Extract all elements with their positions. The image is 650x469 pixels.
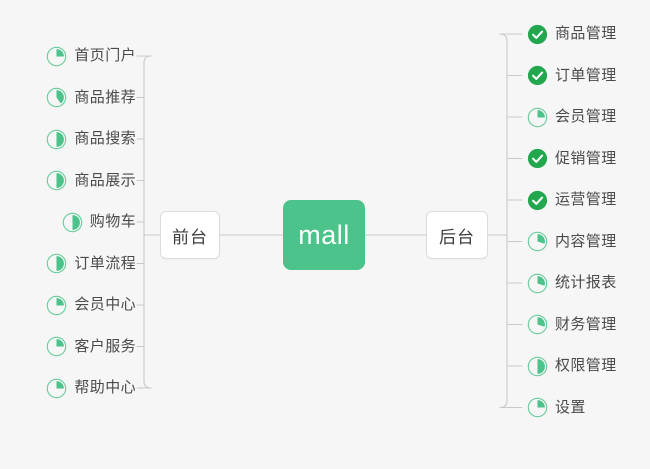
leaf-label: 统计报表 [555,274,617,291]
leaf-label: 会员管理 [555,108,617,125]
check-circle-icon [527,148,548,169]
leaf-item-front-4[interactable]: 购物车 [62,209,136,235]
leaf-item-front-0[interactable]: 首页门户 [46,43,136,69]
pie-progress-icon [527,231,548,252]
leaf-label: 权限管理 [555,357,617,374]
leaf-label: 客户服务 [74,337,136,355]
leaf-item-front-1[interactable]: 商品推荐 [46,85,136,111]
pie-progress-icon [46,129,67,150]
pie-progress-icon [62,212,83,233]
leaf-label: 内容管理 [555,232,617,250]
branch-node-back[interactable]: 后台 [426,211,488,259]
check-circle-icon [527,190,548,211]
root-node-mall[interactable]: mall [283,200,365,270]
leaf-label: 商品管理 [555,25,617,42]
pie-progress-icon [527,356,548,377]
leaf-label: 商品展示 [74,171,136,189]
branch-node-front[interactable]: 前台 [160,211,220,259]
pie-progress-icon [46,336,67,357]
pie-progress-icon [527,107,548,128]
leaf-label: 设置 [555,398,586,416]
leaf-item-front-2[interactable]: 商品搜索 [46,126,136,152]
leaf-label: 运营管理 [555,191,617,208]
leaf-item-back-2[interactable]: 会员管理 [527,104,617,130]
pie-progress-icon [527,314,548,335]
check-circle-icon [527,65,548,86]
leaf-label: 购物车 [89,213,136,230]
leaf-label: 帮助中心 [74,379,136,396]
leaf-item-back-8[interactable]: 权限管理 [527,353,617,379]
leaf-item-back-0[interactable]: 商品管理 [527,21,617,47]
pie-progress-icon [46,253,67,274]
pie-progress-icon [46,295,67,316]
leaf-label: 商品推荐 [74,88,136,106]
leaf-item-back-1[interactable]: 订单管理 [527,63,617,89]
check-circle-icon [527,24,548,45]
leaf-item-back-3[interactable]: 促销管理 [527,146,617,172]
pie-progress-icon [527,273,548,294]
leaf-item-front-8[interactable]: 帮助中心 [46,375,136,401]
leaf-item-back-5[interactable]: 内容管理 [527,229,617,255]
leaf-label: 首页门户 [74,47,136,64]
leaf-label: 会员中心 [74,296,136,313]
leaf-label: 商品搜索 [74,130,136,147]
pie-progress-icon [527,397,548,418]
leaf-label: 促销管理 [555,149,617,167]
leaf-item-front-5[interactable]: 订单流程 [46,251,136,277]
leaf-item-front-7[interactable]: 客户服务 [46,334,136,360]
leaf-label: 订单流程 [74,254,136,272]
pie-progress-icon [46,46,67,67]
leaf-item-front-3[interactable]: 商品展示 [46,168,136,194]
pie-progress-icon [46,170,67,191]
leaf-item-back-9[interactable]: 设置 [527,395,586,421]
leaf-item-front-6[interactable]: 会员中心 [46,292,136,318]
leaf-item-back-6[interactable]: 统计报表 [527,270,617,296]
leaf-label: 财务管理 [555,315,617,333]
leaf-item-back-4[interactable]: 运营管理 [527,187,617,213]
leaf-label: 订单管理 [555,66,617,84]
pie-progress-icon [46,87,67,108]
leaf-item-back-7[interactable]: 财务管理 [527,312,617,338]
pie-progress-icon [46,378,67,399]
